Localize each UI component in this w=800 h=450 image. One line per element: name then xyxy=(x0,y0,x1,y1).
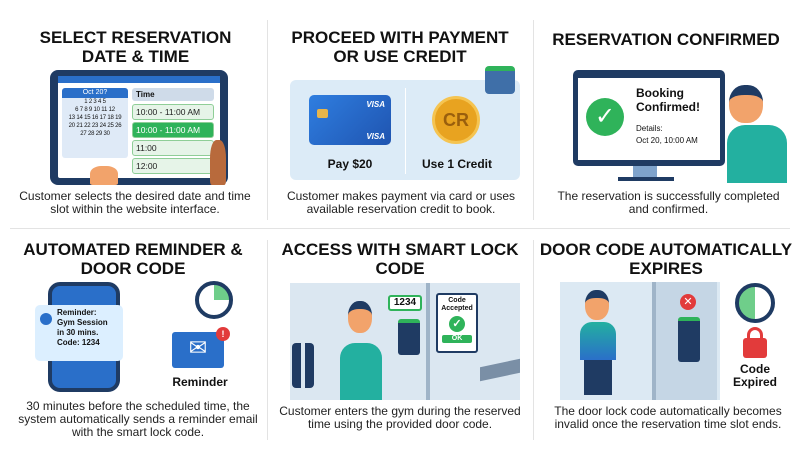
step-expires: DOOR CODE AUTOMATICALLY EXPIRES ✕ Code E… xyxy=(533,225,799,450)
person-illustration xyxy=(585,290,609,320)
step-title: PROCEED WITH PAYMENT OR USE CREDIT xyxy=(291,28,509,66)
step-caption: Customer selects the desired date and ti… xyxy=(19,189,251,216)
step-title: RESERVATION CONFIRMED xyxy=(552,30,780,49)
calendar[interactable]: Oct 20? 1 2 3 4 5 6 7 8 9 10 11 12 13 14… xyxy=(62,88,128,158)
bell-icon xyxy=(40,313,52,325)
wallet-icon xyxy=(485,66,515,94)
person-illustration xyxy=(729,85,763,123)
divider xyxy=(267,20,268,220)
time-slot[interactable]: 11:00 xyxy=(132,140,214,156)
error-icon: ✕ xyxy=(680,294,696,310)
credit-card[interactable]: VISA VISA xyxy=(309,95,391,145)
step-payment: PROCEED WITH PAYMENT OR USE CREDIT VISA … xyxy=(267,0,533,225)
keypad[interactable] xyxy=(678,317,700,362)
email-icon[interactable]: ✉ xyxy=(172,332,224,368)
pay-label: Pay $20 xyxy=(327,157,373,171)
step-caption: Customer enters the gym during the reser… xyxy=(279,404,521,431)
divider xyxy=(267,240,268,440)
dumbbell-icon xyxy=(292,343,314,388)
hand-icon xyxy=(90,166,118,185)
lock-icon xyxy=(743,338,767,358)
check-icon: ✓ xyxy=(586,98,624,136)
divider xyxy=(533,240,534,440)
divider xyxy=(10,228,790,229)
tablet: Oct 20? 1 2 3 4 5 6 7 8 9 10 11 12 13 14… xyxy=(50,70,228,185)
person-illustration xyxy=(340,343,382,400)
step-caption: The door lock code automatically becomes… xyxy=(554,404,782,431)
step-select-date-time: SELECT RESERVATION DATE & TIME Oct 20? 1… xyxy=(0,0,266,225)
step-title: SELECT RESERVATION DATE & TIME xyxy=(39,28,232,66)
step-access: ACCESS WITH SMART LOCK CODE 1234 Code Ac… xyxy=(267,225,533,450)
clock-icon xyxy=(195,281,233,319)
credit-label: Use 1 Credit xyxy=(421,157,493,171)
step-caption: The reservation is successfully complete… xyxy=(557,189,780,216)
time-header: Time xyxy=(132,88,214,101)
expired-label: Code Expired xyxy=(732,362,777,389)
time-slot-selected[interactable]: 10:00 - 11:00 AM xyxy=(132,122,214,138)
time-slot[interactable]: 10:00 - 11:00 AM xyxy=(132,104,214,120)
email-label: Reminder xyxy=(172,375,228,389)
accepted-popup: Code Accepted ✓ OK xyxy=(436,293,478,353)
hand-icon xyxy=(210,140,226,185)
gym-scene: 1234 Code Accepted ✓ OK xyxy=(290,283,520,400)
step-title: ACCESS WITH SMART LOCK CODE xyxy=(281,240,519,278)
clock-icon xyxy=(735,283,775,323)
keypad[interactable] xyxy=(398,319,420,355)
alert-badge: ! xyxy=(216,327,230,341)
notification-card[interactable]: Reminder: Gym Session in 30 mins. Code: … xyxy=(35,305,123,361)
divider xyxy=(533,20,534,220)
calendar-month: Oct 20? xyxy=(62,88,128,98)
step-caption: 30 minutes before the scheduled time, th… xyxy=(18,399,258,439)
ok-button[interactable]: OK xyxy=(442,335,472,343)
time-slot[interactable]: 12:00 xyxy=(132,158,214,174)
door-scene: ✕ xyxy=(560,282,720,400)
step-confirmed: RESERVATION CONFIRMED ✓ Booking Confirme… xyxy=(533,0,799,225)
step-caption: Customer makes payment via card or uses … xyxy=(286,189,516,216)
credit-coin-icon[interactable]: CR xyxy=(432,96,480,144)
code-display: 1234 xyxy=(388,295,422,311)
step-reminder: AUTOMATED REMINDER & DOOR CODE Reminder:… xyxy=(0,225,266,450)
treadmill-icon xyxy=(480,358,520,382)
monitor: ✓ Booking Confirmed! Details: Oct 20, 10… xyxy=(573,70,725,166)
check-icon: ✓ xyxy=(449,316,465,332)
step-title: AUTOMATED REMINDER & DOOR CODE xyxy=(23,240,243,278)
step-title: DOOR CODE AUTOMATICALLY EXPIRES xyxy=(539,240,793,278)
